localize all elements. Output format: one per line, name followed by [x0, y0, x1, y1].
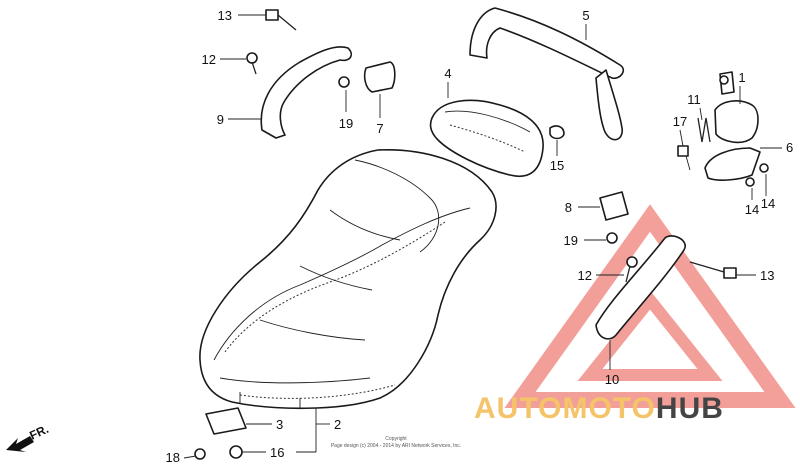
grommet-part-8	[599, 191, 629, 221]
copyright-notice: Copyright Page design (c) 2004 - 2014 by…	[331, 436, 461, 449]
callout-9: 9	[217, 112, 224, 127]
nut-part-19b	[606, 232, 618, 244]
bolt-part-18	[194, 448, 206, 460]
sissy-bar-part-5	[469, 7, 625, 141]
bolt-part-14a	[745, 177, 755, 187]
screw-part-17	[677, 145, 689, 157]
watermark-brand: AUTOMOTOHUB	[474, 392, 724, 425]
bolt-part-13b	[689, 261, 737, 279]
spring-part-11	[697, 117, 711, 143]
callout-12-bottom: 12	[578, 268, 592, 283]
lock-assembly-part-1	[714, 71, 759, 144]
callout-18: 18	[166, 450, 180, 465]
callout-13-bottom: 13	[760, 268, 774, 283]
grommet-part-15	[549, 125, 565, 140]
callout-19-bottom: 19	[564, 233, 578, 248]
callout-11: 11	[687, 92, 701, 107]
grab-rail-part-9	[260, 46, 352, 139]
screw-part-12a	[246, 52, 258, 75]
callout-15: 15	[550, 158, 564, 173]
backrest-pad-part-4	[429, 99, 544, 177]
copyright-line-2: Page design (c) 2004 - 2014 by ARI Netwo…	[331, 443, 461, 449]
front-direction-arrow: FR.	[6, 422, 51, 452]
callout-labels: 13 12 9 19 7 4 5 15 1 11 17 6 14 14 8 19…	[166, 8, 794, 465]
watermark-triangle-logo	[504, 204, 796, 408]
callout-13-top: 13	[218, 8, 232, 23]
front-direction-label: FR.	[27, 422, 50, 443]
callout-6: 6	[786, 140, 793, 155]
bolt-part-13a	[265, 9, 297, 31]
callout-2: 2	[334, 417, 341, 432]
seat-part-2	[199, 148, 497, 410]
bolt-part-14b	[759, 163, 769, 173]
leader-lines	[183, 14, 782, 459]
callout-10: 10	[605, 372, 619, 387]
bracket-part-6	[704, 147, 761, 181]
screw-part-12b	[625, 256, 638, 283]
nut-part-16	[229, 445, 243, 459]
callout-3: 3	[276, 417, 283, 432]
callout-17: 17	[673, 114, 687, 129]
watermark-text-hub: HUB	[656, 392, 724, 425]
callout-4: 4	[444, 66, 451, 81]
callout-19-top: 19	[339, 116, 353, 131]
stay-part-3	[205, 407, 247, 435]
bracket-part-10	[595, 235, 686, 340]
nut-part-19a	[338, 76, 350, 88]
callout-8: 8	[565, 200, 572, 215]
callout-5: 5	[582, 8, 589, 23]
callout-16: 16	[270, 445, 284, 460]
watermark-text-automoto: AUTOMOTO	[474, 392, 656, 425]
callout-1: 1	[738, 70, 745, 85]
callout-14-right: 14	[761, 196, 775, 211]
callout-14-left: 14	[745, 202, 759, 217]
callout-12-top: 12	[202, 52, 216, 67]
cover-part-7	[363, 61, 396, 93]
callout-7: 7	[376, 121, 383, 136]
copyright-line-1: Copyright	[385, 436, 407, 442]
svg-text:AUTOMOTOHUB: AUTOMOTOHUB	[474, 392, 724, 425]
